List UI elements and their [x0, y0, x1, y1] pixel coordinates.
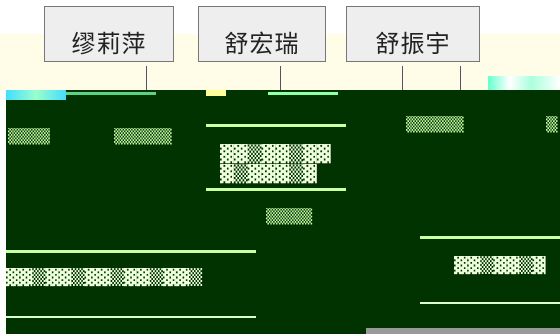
garbled-glyphs: ▒▒▒▒ — [8, 128, 50, 145]
corrupted-render-panel: ▒▒▒▒ ▒▒▒▒▒ ▒▒▒▒▒ ▒ ▓▓▒▓▓▒▓▓ ▓▒▓▓▓▒▓ ▒▒▒▒… — [6, 90, 560, 334]
green-bar — [206, 124, 346, 127]
connector-line-3 — [402, 66, 403, 90]
name-box-2[interactable]: 舒宏瑞 — [198, 6, 326, 62]
garbled-glyphs: ▒ — [546, 116, 558, 133]
green-bar — [6, 250, 256, 253]
garbled-glyphs: ▒▒▒▒▒ — [114, 128, 172, 145]
green-bar — [420, 302, 560, 304]
green-bar — [6, 316, 256, 318]
corrupted-strip-bottom — [366, 328, 560, 334]
green-bar — [206, 188, 346, 191]
garbled-glyphs: ▓▓▒▓▓▒▓ — [454, 256, 546, 275]
corrupted-strip-right — [488, 76, 560, 90]
name-box-1[interactable]: 缪莉萍 — [44, 6, 174, 62]
noise-strip — [66, 92, 156, 95]
connector-line-4 — [460, 66, 461, 90]
noise-strip — [268, 92, 338, 95]
corrupted-strip-left — [6, 90, 66, 100]
name-label-1: 缪莉萍 — [71, 30, 147, 58]
green-bar — [420, 236, 560, 239]
name-label-2: 舒宏瑞 — [224, 30, 300, 58]
garbled-glyphs: ▒▒▒▒ — [266, 208, 313, 225]
name-label-3: 舒振宇 — [375, 30, 451, 58]
garbled-glyphs: ▒▒▒▒▒ — [406, 116, 464, 133]
garbled-glyphs: ▓▒▓▓▓▒▓ — [220, 164, 317, 184]
connector-line-2 — [280, 66, 281, 90]
garbled-glyphs: ▓▓▒▓▓▒▓▓▒▓▓▒▓▓▒ — [6, 268, 203, 287]
connector-line-1 — [146, 66, 147, 90]
noise-block — [206, 90, 226, 96]
garbled-glyphs: ▓▓▒▓▓▒▓▓ — [220, 144, 331, 164]
name-box-3[interactable]: 舒振宇 — [346, 6, 480, 62]
